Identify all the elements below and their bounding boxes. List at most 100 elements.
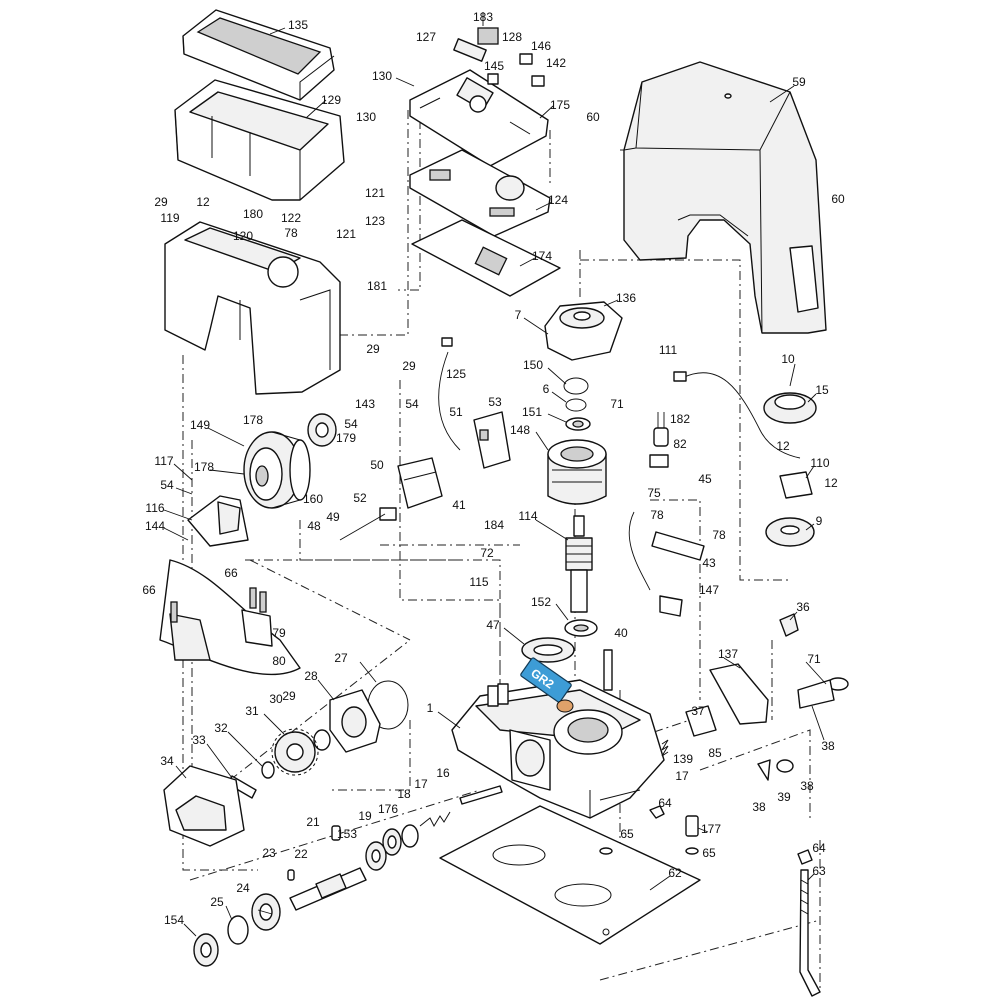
callout-116: 116 — [145, 501, 164, 515]
callout-142: 142 — [546, 56, 566, 70]
callout-48: 48 — [307, 519, 321, 533]
callout-29: 29 — [402, 359, 416, 373]
callout-130: 130 — [372, 69, 392, 83]
callout-110: 110 — [810, 456, 829, 470]
callout-148: 148 — [510, 423, 530, 437]
callout-54: 54 — [405, 397, 419, 411]
callout-37: 37 — [691, 704, 705, 718]
callout-49: 49 — [326, 510, 340, 524]
callout-184: 184 — [484, 518, 504, 532]
callout-149: 149 — [190, 418, 210, 432]
callout-18: 18 — [397, 787, 411, 801]
part-116-bracket — [187, 495, 249, 547]
part-22-shaft — [289, 867, 367, 911]
part-43-mounting-bracket — [651, 531, 705, 561]
grease-point — [556, 699, 574, 713]
part-9-cam — [765, 517, 815, 547]
callout-121: 121 — [336, 227, 356, 241]
part-175-control-board — [409, 69, 549, 167]
callout-129: 129 — [321, 93, 341, 107]
callout-72: 72 — [480, 546, 494, 560]
callout-16: 16 — [436, 766, 450, 780]
callout-51: 51 — [449, 405, 463, 419]
callout-32: 32 — [214, 721, 228, 735]
part-111-cable — [673, 371, 801, 459]
callout-40: 40 — [614, 626, 628, 640]
callout-38: 38 — [752, 800, 766, 814]
callout-176: 176 — [378, 802, 398, 816]
callout-78: 78 — [284, 226, 298, 240]
callout-34: 34 — [160, 754, 174, 768]
callout-29: 29 — [282, 689, 296, 703]
leader-lines — [163, 27, 827, 937]
callout-78: 78 — [650, 508, 664, 522]
callout-43: 43 — [702, 556, 716, 570]
callout-12: 12 — [196, 195, 210, 209]
callout-36: 36 — [796, 600, 810, 614]
callout-122: 122 — [281, 211, 301, 225]
part-153-bearing — [365, 841, 387, 871]
callout-64: 64 — [658, 796, 672, 810]
callout-9: 9 — [816, 514, 823, 528]
callout-123: 123 — [365, 214, 385, 228]
callout-177: 177 — [701, 822, 721, 836]
part-51-terminal-block — [473, 411, 511, 469]
callout-62: 62 — [668, 866, 682, 880]
callout-150: 150 — [523, 358, 543, 372]
part-34-cover — [163, 765, 245, 847]
part-25-spacer — [227, 915, 249, 945]
part-80-release-lever — [159, 559, 301, 676]
callout-175: 175 — [550, 98, 570, 112]
callout-12: 12 — [824, 476, 838, 490]
part-82-terminal — [649, 454, 669, 468]
callout-45: 45 — [698, 472, 712, 486]
callout-66: 66 — [224, 566, 238, 580]
part-129-box — [174, 79, 345, 201]
callout-66: 66 — [142, 583, 156, 597]
part-36-cap — [779, 613, 799, 637]
callout-64: 64 — [812, 841, 826, 855]
callout-152: 152 — [531, 595, 551, 609]
callout-178: 178 — [243, 413, 263, 427]
part-148-stator — [547, 439, 607, 505]
callout-139: 139 — [673, 752, 693, 766]
callout-24: 24 — [236, 881, 250, 895]
callout-120: 120 — [233, 229, 253, 243]
part-147-microswitch — [628, 511, 683, 617]
part-85-label — [685, 705, 717, 737]
part-47-gasket — [521, 637, 575, 663]
part-139-spring — [661, 739, 669, 757]
callout-144: 144 — [145, 519, 165, 533]
part-79-lever-block — [241, 609, 273, 647]
callout-121: 121 — [365, 186, 385, 200]
callout-151: 151 — [522, 405, 542, 419]
part-149-pulley-assembly — [243, 431, 311, 509]
callout-80: 80 — [272, 654, 286, 668]
callout-145: 145 — [484, 59, 504, 73]
part-52-clamp — [339, 507, 397, 541]
callout-60: 60 — [586, 110, 600, 124]
callout-28: 28 — [304, 669, 318, 683]
part-150-6-oring — [563, 377, 589, 412]
callout-63: 63 — [812, 864, 826, 878]
callout-115: 115 — [469, 575, 488, 589]
callout-10: 10 — [781, 352, 795, 366]
callout-53: 53 — [488, 395, 502, 409]
callout-79: 79 — [272, 626, 286, 640]
callout-22: 22 — [294, 847, 308, 861]
callout-160: 160 — [303, 492, 323, 506]
callout-154: 154 — [164, 913, 184, 927]
callout-111: 111 — [659, 343, 678, 357]
callout-82: 82 — [673, 437, 687, 451]
callout-75: 75 — [647, 486, 661, 500]
callout-6: 6 — [543, 382, 550, 396]
part-15-limit-switch — [763, 392, 817, 424]
part-63-anchor-bolt — [799, 869, 821, 997]
callout-181: 181 — [367, 279, 387, 293]
callout-65: 65 — [702, 846, 716, 860]
callout-30: 30 — [269, 692, 283, 706]
callout-54: 54 — [160, 478, 174, 492]
part-64-65-nuts — [599, 805, 813, 865]
